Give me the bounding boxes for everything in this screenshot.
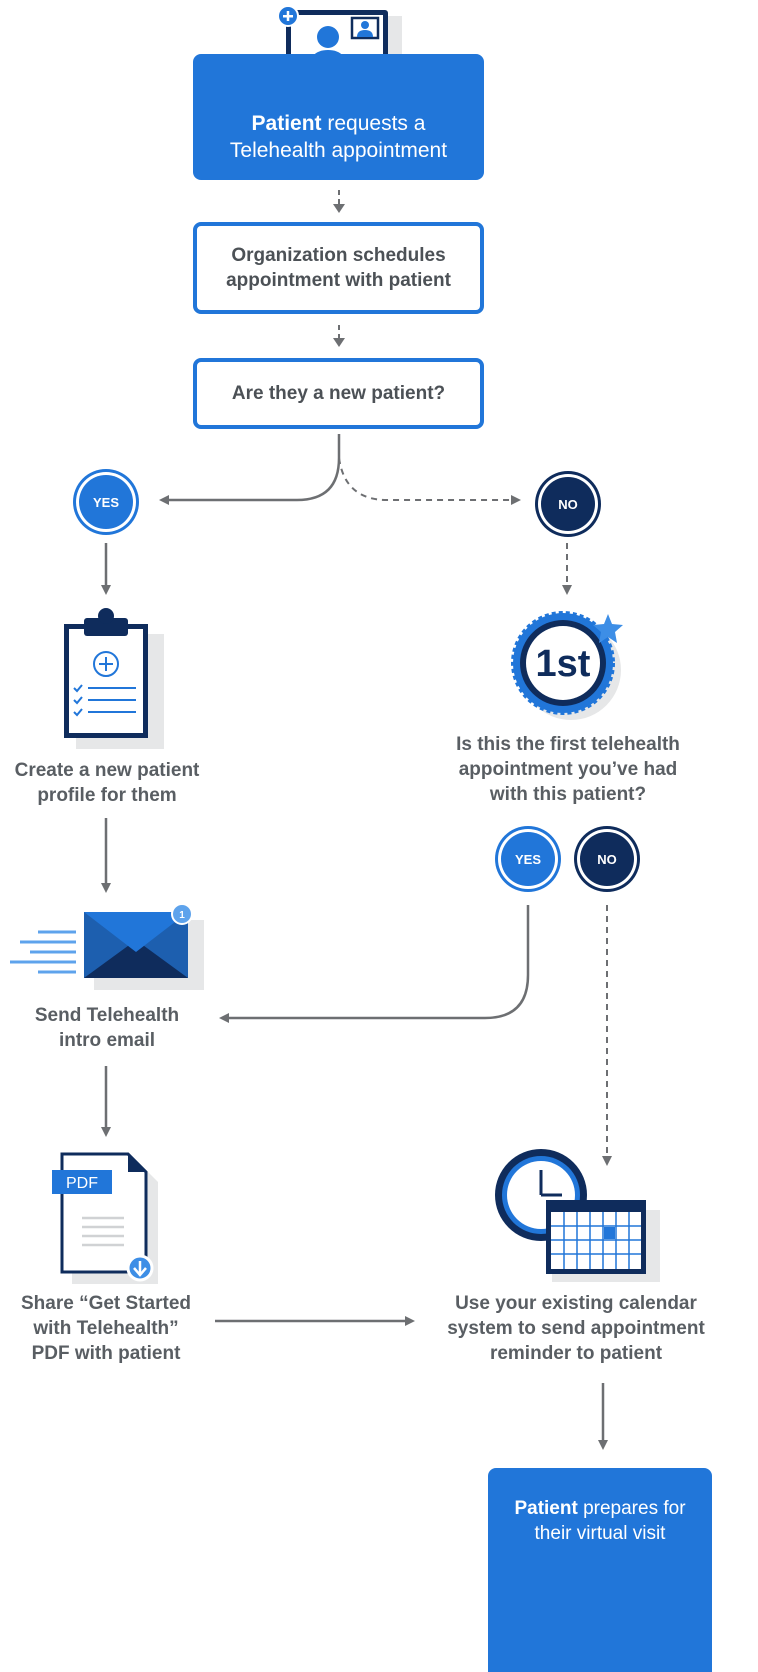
first-seal-icon: 1st — [511, 611, 623, 720]
pdf-label: PDF — [66, 1175, 98, 1192]
connector-question-to-yes — [159, 434, 341, 505]
arrowhead — [333, 204, 345, 213]
schedule-box: Organization schedules appointment with … — [193, 222, 484, 314]
end-bold: Patient — [514, 1498, 578, 1519]
start-bold: Patient — [251, 112, 322, 135]
email-notification-count: 1 — [179, 910, 185, 921]
end-text: Patient prepares for their virtual visit — [514, 1498, 686, 1544]
new-patient-question-box: Are they a new patient? — [193, 358, 484, 429]
start-box: Patient requests a Telehealth appointmen… — [193, 54, 484, 180]
create-profile-caption: Create a new patient profile for them — [14, 760, 200, 806]
connector-firstyes-to-email — [219, 905, 530, 1023]
clipboard-icon — [64, 608, 164, 749]
arrowhead — [333, 338, 345, 347]
first-seal-text: 1st — [536, 643, 591, 685]
calendar-caption: Use your existing calendar system to sen… — [447, 1293, 705, 1364]
send-intro-email-caption: Send Telehealth intro email — [34, 1005, 180, 1051]
end-box: Patient prepares for their virtual visit — [488, 1468, 712, 1672]
first-no-badge: NO — [580, 832, 634, 886]
pdf-document-icon: PDF — [52, 1152, 158, 1284]
yes-badge: YES — [79, 475, 133, 529]
no-badge: NO — [541, 477, 595, 531]
share-pdf-caption: Share “Get Started with Telehealth” PDF … — [21, 1293, 191, 1364]
connector-question-to-no — [338, 457, 521, 505]
first-yes-badge: YES — [501, 832, 555, 886]
start-text: Patient requests a Telehealth appointmen… — [229, 112, 448, 162]
first-telehealth-question: Is this the first telehealth appointment… — [456, 734, 680, 805]
calendar-clock-icon — [495, 1149, 660, 1282]
email-send-icon: 1 — [10, 903, 204, 990]
